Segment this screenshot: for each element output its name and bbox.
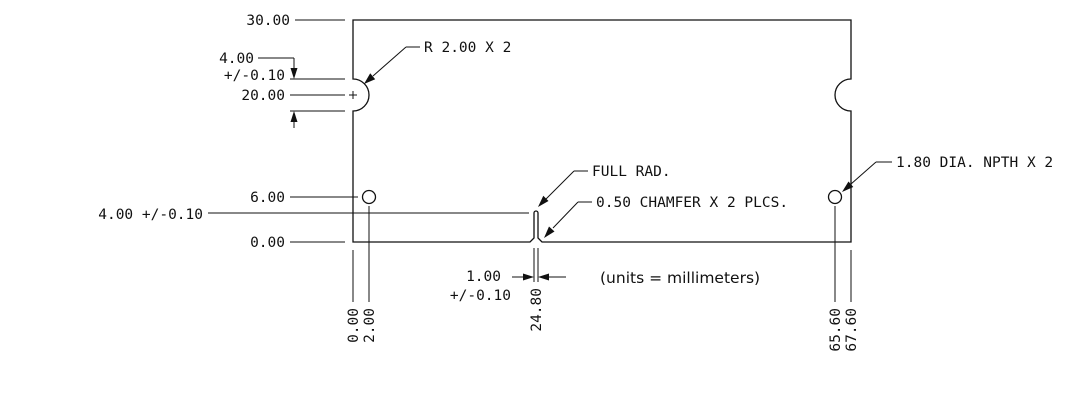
arrow-chamfer	[544, 226, 555, 238]
slot-width-arrow-right	[538, 273, 549, 281]
dim-x-65-6: 65.60	[828, 308, 844, 352]
arrow-y-4	[290, 68, 298, 79]
dim-y-4: 4.00	[219, 51, 254, 67]
dim-y-6: 6.00	[250, 190, 285, 206]
dim-slot-width-pm: +/-0.10	[450, 288, 511, 304]
npth-hole-left	[361, 189, 377, 205]
arrow-y-4-bottom	[290, 111, 298, 122]
dim-y-20: 20.00	[241, 88, 285, 104]
arrow-full-rad	[538, 195, 549, 207]
npth-hole-right	[827, 189, 843, 205]
callout-holes: 1.80 DIA. NPTH X 2	[896, 155, 1053, 171]
arrow-radius	[364, 73, 376, 84]
dim-y-4-pm: +/-0.10	[224, 68, 285, 84]
dim-x-2: 2.00	[362, 308, 378, 343]
board-outline	[352, 19, 852, 243]
units-note: (units = millimeters)	[600, 269, 760, 287]
callout-radius: R 2.00 X 2	[424, 40, 511, 56]
callout-chamfer: 0.50 CHAMFER X 2 PLCS.	[596, 195, 788, 211]
dim-y-0: 0.00	[250, 235, 285, 251]
dim-slot-width: 1.00	[466, 269, 501, 285]
dim-x-0: 0.00	[346, 308, 362, 343]
leader-chamfer	[552, 201, 579, 229]
callout-full-rad: FULL RAD.	[592, 164, 671, 180]
leader-holes	[850, 161, 877, 185]
dim-x-24-8: 24.80	[529, 288, 545, 332]
dim-y-slot: 4.00 +/-0.10	[98, 207, 203, 223]
dim-y-30: 30.00	[246, 13, 290, 29]
leader-radius	[372, 46, 407, 77]
dim-x-67-6: 67.60	[844, 308, 860, 352]
leader-full-rad	[545, 170, 575, 200]
arrow-holes	[842, 181, 854, 192]
slot-width-arrow-left	[523, 273, 534, 281]
